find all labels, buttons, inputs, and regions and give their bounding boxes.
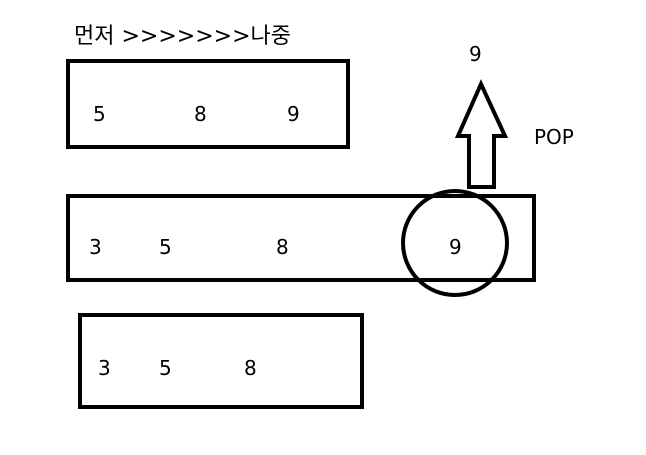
stack-box-top	[66, 59, 350, 149]
pop-label: POP	[534, 125, 574, 149]
stack-bottom-value-1: 3	[98, 356, 111, 380]
order-label: 먼저 >>>>>>>나중	[74, 24, 291, 49]
popped-value: 9	[469, 42, 482, 66]
stack-middle-value-1: 3	[89, 235, 102, 259]
stack-top-value-1: 5	[93, 102, 106, 126]
stack-bottom-value-3: 8	[244, 356, 257, 380]
stack-middle-value-3: 8	[276, 235, 289, 259]
stack-top-value-2: 8	[194, 102, 207, 126]
stack-middle-value-4: 9	[449, 235, 462, 259]
stack-box-bottom	[78, 313, 364, 409]
pop-arrow-up-icon	[454, 79, 509, 189]
highlight-circle	[401, 189, 509, 297]
stack-top-value-3: 9	[287, 102, 300, 126]
stack-middle-value-2: 5	[159, 235, 172, 259]
stack-bottom-value-2: 5	[159, 356, 172, 380]
stack-box-middle	[66, 194, 536, 282]
